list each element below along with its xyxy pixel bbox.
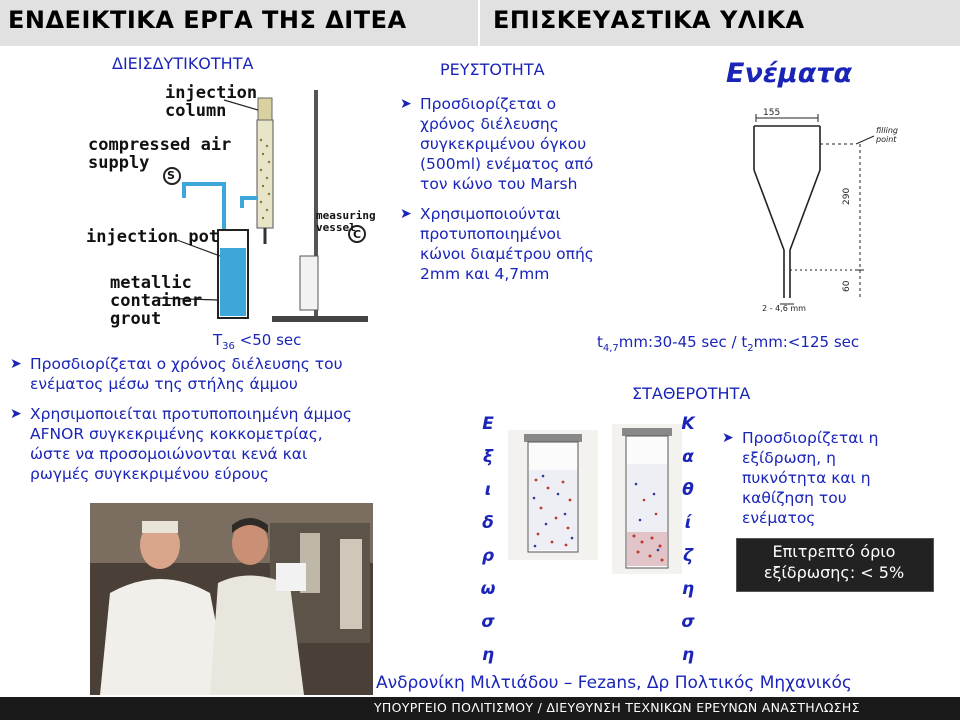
laboratory-photo bbox=[90, 503, 373, 695]
bleeding-limit-text: Επιτρεπτό όριο εξίδρωσης: < 5% bbox=[763, 542, 905, 582]
arrow-icon: ➤ bbox=[400, 96, 412, 112]
arrow-icon: ➤ bbox=[10, 356, 22, 372]
label-c: C bbox=[353, 228, 362, 241]
footer-ministry: ΥΠΟΥΡΓΕΙΟ ΠΟΛΙΤΙΣΜΟΥ / ΔΙΕΥΘΥΝΣΗ ΤΕΧΝΙΚΩ… bbox=[374, 700, 860, 715]
label-s: S bbox=[167, 169, 175, 182]
fluidity-bullets: ➤ Προσδιορίζεται ο χρόνος διέλευσης συγκ… bbox=[398, 94, 660, 284]
fluidity-bullet-2: ➤ Χρησιμοποιούνται προτυποποιημένοι κώνο… bbox=[400, 205, 594, 283]
cone-label-top: 155 bbox=[763, 108, 781, 118]
stability-title: ΣΤΑΘΕΡΟΤΗΤΑ bbox=[632, 384, 751, 403]
arrow-icon: ➤ bbox=[10, 406, 22, 422]
arrow-icon: ➤ bbox=[722, 430, 734, 446]
grouts-title: Ενέματα bbox=[726, 58, 853, 89]
stability-bullet: ➤ Προσδιορίζεται η εξίδρωση, η πυκνότητα… bbox=[720, 428, 930, 528]
flow-times: t4,7mm:30-45 sec / t2mm:<125 sec bbox=[597, 333, 860, 354]
penetrability-title: ΔΙΕΙΣΔΥΤΙΚΟΤΗΤΑ bbox=[112, 54, 254, 73]
penetrability-bullets: ➤ Προσδιορίζεται ο χρόνος διέλευσης του … bbox=[8, 354, 468, 484]
slide-title-right: ΕΠΙΣΚΕΥΑΣΤΙΚΑ ΥΛΙΚΑ bbox=[493, 6, 805, 34]
bleeding-cylinder-photo bbox=[508, 430, 598, 560]
header-bar bbox=[0, 0, 960, 46]
stability-bullet-item: ➤ Προσδιορίζεται η εξίδρωση, η πυκνότητα… bbox=[722, 429, 879, 527]
author-credit: Ανδρονίκη Μιλτιάδου – Fezans, Δρ Πολτικό… bbox=[376, 673, 852, 693]
settlement-cylinder-photo bbox=[612, 424, 682, 574]
header-divider bbox=[478, 0, 480, 46]
cone-label-bottom: 2 - 4,6 mm bbox=[762, 304, 806, 313]
cone-label-tip: 60 bbox=[842, 280, 852, 292]
marsh-cone-drawing bbox=[688, 100, 928, 316]
slide-title-left: ΕΝΔΕΙΚΤΙΚΑ ΕΡΓΑ ΤΗΣ ΔΙΤΕΑ bbox=[8, 6, 407, 34]
fluidity-bullet-1: ➤ Προσδιορίζεται ο χρόνος διέλευσης συγκ… bbox=[400, 95, 594, 193]
arrow-icon: ➤ bbox=[400, 206, 412, 222]
bleeding-limit-box bbox=[736, 538, 934, 592]
penetrability-bullet-2: ➤ Χρησιμοποιείται προτυποποιημένη άμμος … bbox=[10, 405, 352, 483]
label-injection-pot: injection pot bbox=[86, 227, 220, 247]
injection-apparatus-diagram bbox=[72, 80, 377, 332]
penetrability-bullet-1: ➤ Προσδιορίζεται ο χρόνος διέλευσης του … bbox=[10, 355, 343, 393]
fluidity-title: ΡΕΥΣΤΟΤΗΤΑ bbox=[440, 60, 545, 79]
cone-label-height: 290 bbox=[842, 187, 852, 205]
penetrability-time: T36 <50 sec bbox=[213, 331, 302, 352]
footer-bar bbox=[0, 697, 960, 720]
